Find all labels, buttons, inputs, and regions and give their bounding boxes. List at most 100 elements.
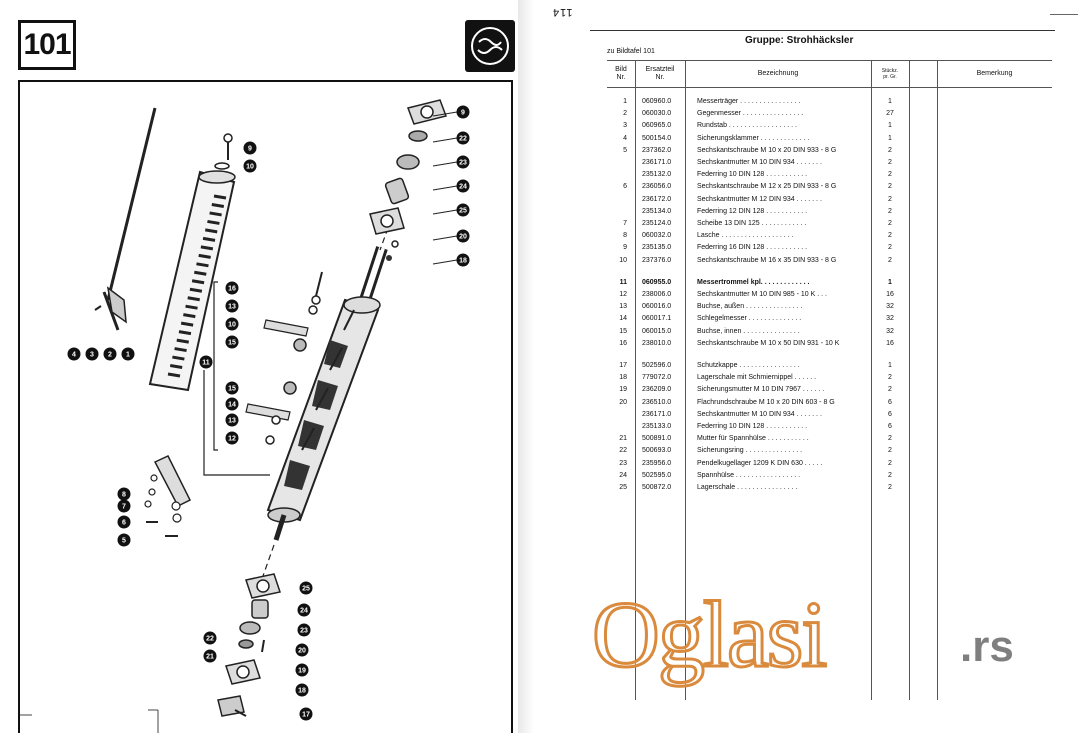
callout-label: 21 [206,654,214,661]
row-bild-nr: 16 [619,339,627,347]
callout-24 [456,179,470,193]
row-stueckzahl: 32 [886,315,894,323]
row-ersatzteil-nr: 236171.0 [642,159,672,166]
row-bild-nr: 15 [619,327,627,335]
row-ersatzteil-nr: 500891.0 [642,435,672,443]
row-ersatzteil-nr: 060032.0 [642,232,672,240]
row-bild-nr: 19 [619,386,627,394]
clamp-part [106,286,127,324]
row-stueckzahl: 2 [888,374,892,382]
callout-17 [299,707,313,721]
watermark-brand: Oglasi [590,583,828,687]
callout-label: 25 [459,208,467,215]
callout-label: 12 [228,436,236,443]
row-bild-nr: 14 [619,315,627,323]
row-stueckzahl: 27 [886,110,894,118]
row-bild-nr: 21 [619,435,627,443]
row-bild-nr: 9 [623,244,627,252]
row-bild-nr: 24 [619,471,627,479]
row-ersatzteil-nr: 235132.0 [642,171,672,179]
row-stueckzahl: 16 [886,291,894,298]
row-ersatzteil-nr: 236510.0 [642,398,672,406]
callout-label: 16 [228,286,236,293]
callout-label: 1 [126,352,130,359]
callout-label: 13 [228,418,236,425]
callout-label: 9 [248,146,252,153]
row-bezeichnung: Lagerschale . . . . . . . . . . . . . . … [697,484,798,491]
row-bild-nr: 6 [623,183,627,191]
callout-25 [456,203,470,217]
callout-label: 15 [228,340,236,347]
callout-9 [456,105,470,119]
row-bild-nr: 23 [619,459,627,467]
header-stueckzahl: Stückz. pr. Gr. [881,68,899,80]
callout-label: 19 [298,668,306,675]
callout-23 [297,623,311,637]
row-ersatzteil-nr: 500872.0 [642,484,672,491]
callout-label: 15 [228,386,236,393]
callout-13 [225,413,239,427]
row-ersatzteil-nr: 502596.0 [642,362,672,369]
plate-number-badge: 101 [18,20,76,70]
drawing-frame [18,80,513,733]
row-stueckzahl: 2 [888,159,892,166]
callout-14 [225,397,239,411]
callout-4 [67,347,81,361]
callout-label: 11 [202,360,210,367]
callout-18 [456,253,470,267]
callout-13 [225,299,239,313]
row-bild-nr: 11 [619,278,627,286]
row-stueckzahl: 1 [888,134,892,142]
callout-label: 6 [122,520,126,527]
row-bezeichnung: Gegenmesser . . . . . . . . . . . . . . … [697,110,804,118]
row-bild-nr: 7 [623,220,627,227]
top-rule [1050,14,1078,15]
header-rule [590,30,1055,31]
row-ersatzteil-nr: 060015.0 [642,327,672,335]
callout-3 [85,347,99,361]
callout-20 [295,643,309,657]
row-stueckzahl: 1 [888,362,892,369]
row-bild-nr: 1 [623,98,627,105]
row-bild-nr: 3 [623,122,627,130]
callout-24 [297,603,311,617]
row-bezeichnung: Sechskantmutter M 10 DIN 985 - 10 K . . … [697,291,827,298]
callout-15 [225,335,239,349]
row-ersatzteil-nr: 238006.0 [642,291,672,298]
header-ersatzteil: Ersatzteil Nr. [645,66,675,81]
page-number: 114 [552,6,573,18]
row-ersatzteil-nr: 060960.0 [642,98,672,105]
row-stueckzahl: 2 [888,447,892,455]
row-bild-nr: 4 [623,134,627,142]
callout-25 [299,581,313,595]
parts-table: Bild Nr. Ersatzteil Nr. Bezeichnung Stüc… [607,60,1052,700]
row-bezeichnung: Sechskantschraube M 16 x 35 DIN 933 - 8 … [697,256,837,264]
callout-22 [203,631,217,645]
callout-6 [117,515,131,529]
row-ersatzteil-nr: 237376.0 [642,256,672,264]
row-stueckzahl: 1 [888,278,892,286]
row-ersatzteil-nr: 235135.0 [642,244,672,252]
row-bezeichnung: Pendelkugellager 1209 K DIN 630 . . . . … [697,459,823,467]
row-bezeichnung: Sicherungsklammer . . . . . . . . . . . … [697,134,810,142]
row-stueckzahl: 6 [888,398,892,406]
callout-label: 22 [206,636,214,643]
row-stueckzahl: 2 [888,244,892,252]
callout-label: 17 [302,712,310,719]
page-gutter [518,0,534,733]
row-bezeichnung: Scheibe 13 DIN 125 . . . . . . . . . . .… [697,220,807,227]
row-bezeichnung: Sechskantschraube M 10 x 20 DIN 933 - 8 … [697,146,837,154]
callout-label: 10 [246,164,254,171]
row-stueckzahl: 6 [888,410,892,418]
callout-10 [225,317,239,331]
